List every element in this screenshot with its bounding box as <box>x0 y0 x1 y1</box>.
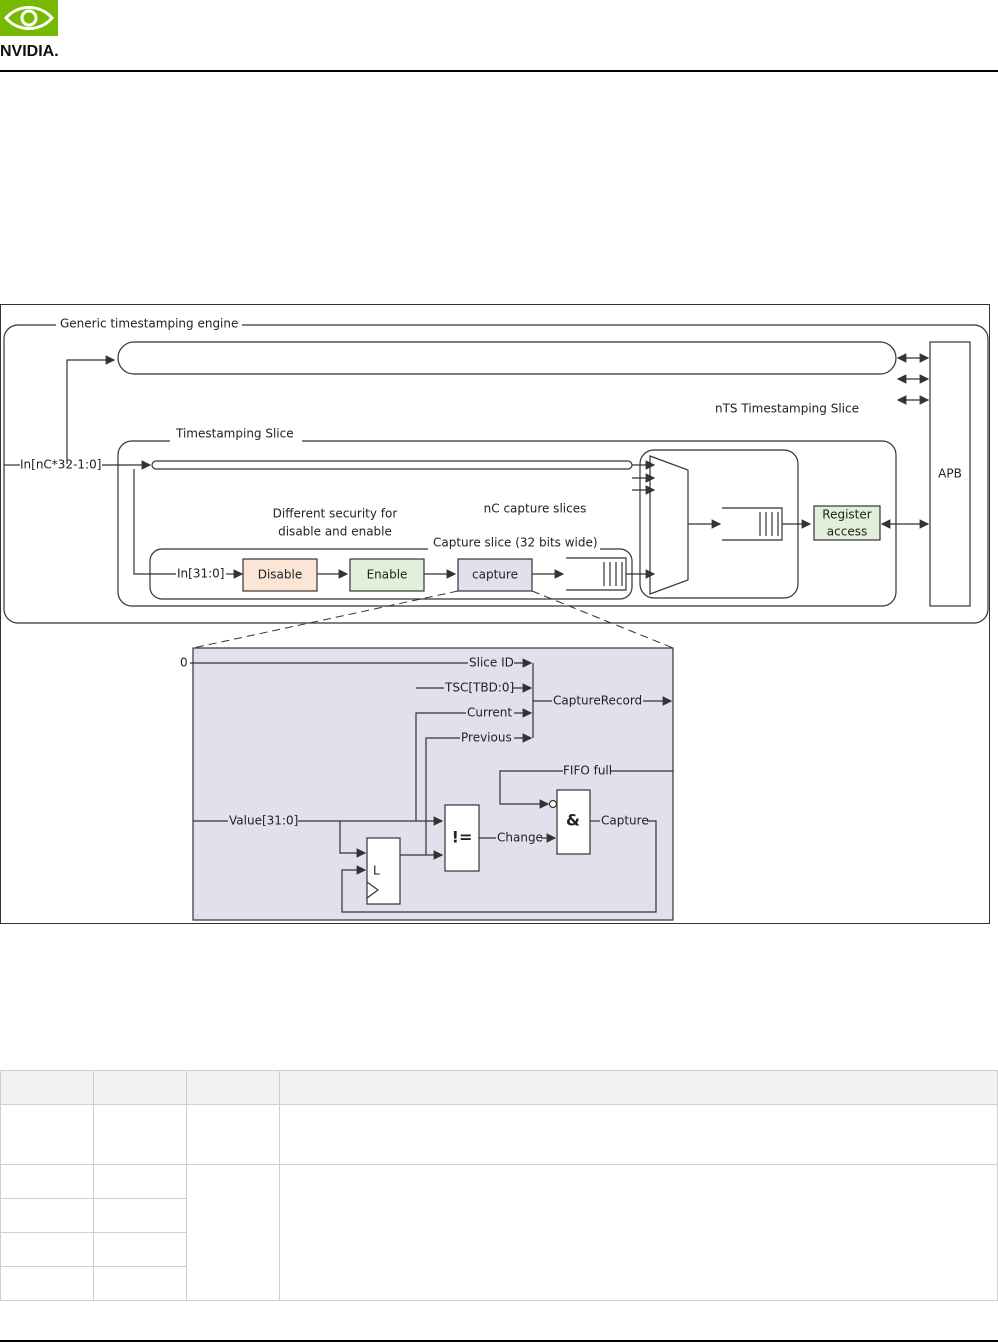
register-label-1: Register <box>822 508 871 522</box>
mux-shape <box>649 455 689 595</box>
nts-label: nTS Timestamping Slice <box>715 402 859 416</box>
enable-block <box>349 558 425 592</box>
register-label-2: access <box>827 525 867 539</box>
capture-record-label: CaptureRecord <box>553 694 642 708</box>
disable-label: Disable <box>258 568 303 582</box>
logo-wordmark: NVIDIA. <box>0 43 59 60</box>
slice-label: Timestamping Slice <box>175 427 294 441</box>
slice-id-label: Slice ID <box>469 656 514 670</box>
timestamping-diagram: Generic timestamping engine APB nTS Time… <box>0 304 990 924</box>
nc-label: nC capture slices <box>484 502 587 516</box>
table-row <box>0 1164 998 1301</box>
register-access-block <box>813 505 881 541</box>
and-gate <box>556 789 591 855</box>
table-header-row <box>0 1070 998 1105</box>
capture-label: capture <box>472 568 518 582</box>
and-label: & <box>566 811 580 830</box>
nvidia-logo: NVIDIA. <box>0 0 80 60</box>
engine-label: Generic timestamping engine <box>60 317 238 331</box>
header-rule <box>0 70 998 72</box>
in31-label: In[31:0] <box>177 567 224 581</box>
apb-block <box>929 341 971 607</box>
footer-rule <box>0 1340 998 1342</box>
table-row <box>0 1198 998 1233</box>
not-equal-label: != <box>452 828 473 847</box>
capture-out-label: Capture <box>601 814 649 828</box>
apb-label: APB <box>938 467 962 481</box>
fifo-full-label: FIFO full <box>563 764 612 778</box>
top-bus <box>117 341 897 375</box>
security-line-1: Different security for <box>273 507 398 521</box>
table-row <box>0 1266 998 1301</box>
latch-label: L <box>373 864 380 878</box>
change-label: Change <box>497 831 543 845</box>
engine-box <box>3 324 989 624</box>
zero-label: 0 <box>180 656 188 670</box>
value-label: Value[31:0] <box>229 814 298 828</box>
tsc-label: TSC[TBD:0] <box>444 681 514 695</box>
spec-table <box>0 1070 998 1301</box>
previous-label: Previous <box>461 731 512 745</box>
input-label: In[nC*32-1:0] <box>20 458 101 472</box>
capture-block <box>457 558 533 592</box>
enable-label: Enable <box>367 568 408 582</box>
capture-detail-box <box>192 647 674 921</box>
current-label: Current <box>467 706 512 720</box>
disable-block <box>242 558 318 592</box>
capture-slice-label: Capture slice (32 bits wide) <box>433 536 598 550</box>
latch-block <box>366 837 401 905</box>
security-line-2: disable and enable <box>278 525 392 539</box>
table-row <box>0 1104 998 1165</box>
